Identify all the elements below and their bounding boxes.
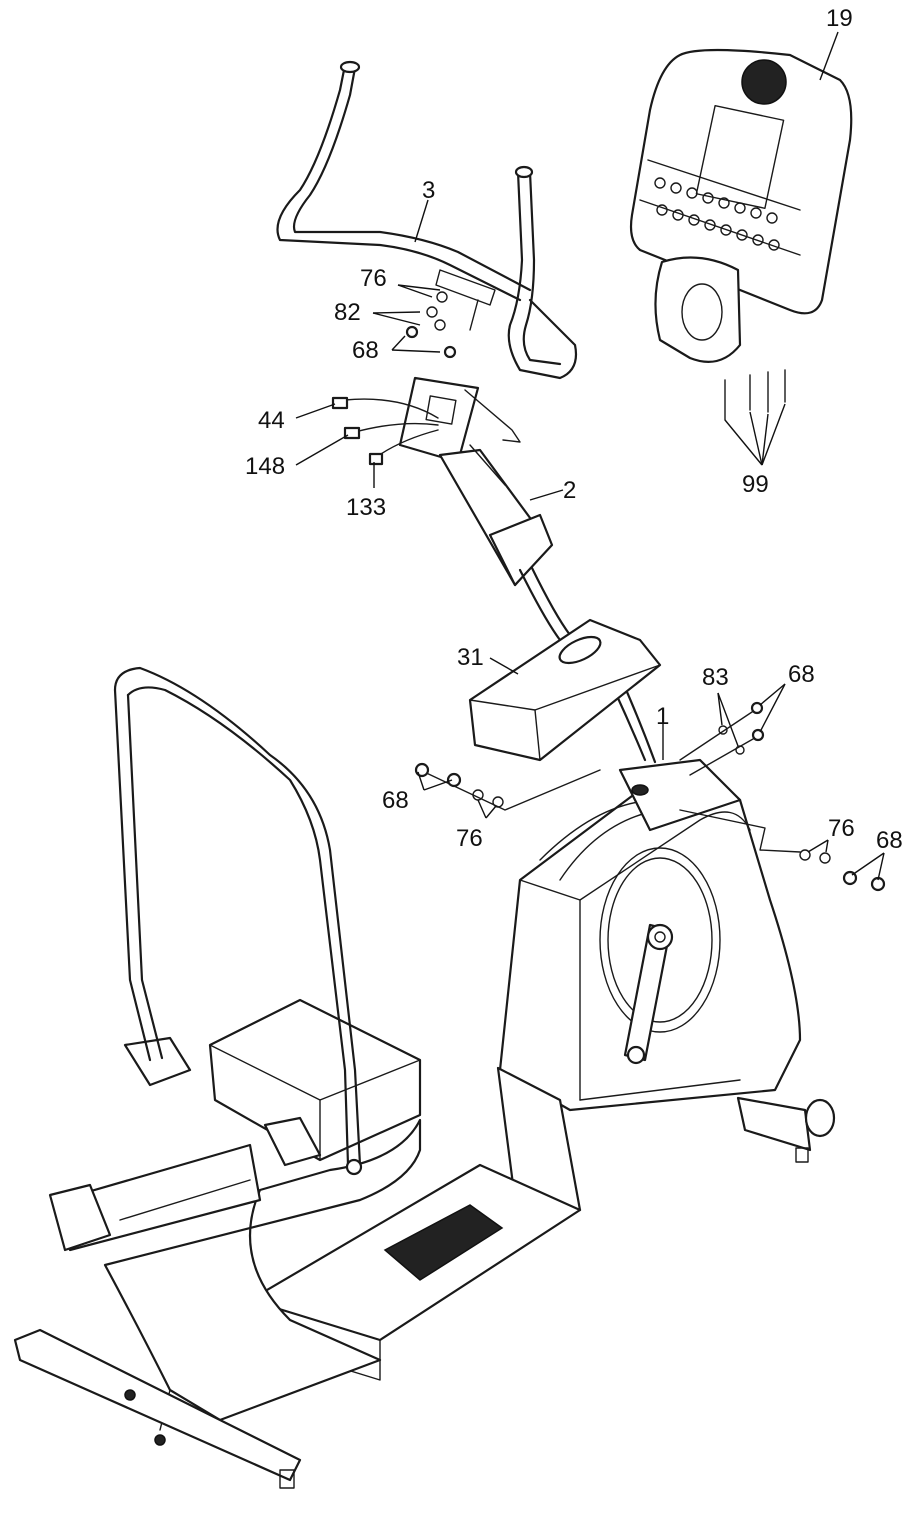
seat-handle-bar <box>113 666 363 1176</box>
hardware-left-side <box>414 762 601 811</box>
console-screws <box>724 369 786 421</box>
console-part-19 <box>629 48 853 421</box>
handlebar-part-3 <box>276 60 578 380</box>
callout-3: 3 <box>422 177 435 204</box>
callout-68-right-top: 68 <box>788 661 815 688</box>
callout-2: 2 <box>563 477 576 504</box>
connector-parts <box>331 396 384 466</box>
callout-19: 19 <box>826 5 853 32</box>
callout-82: 82 <box>334 299 361 326</box>
callout-99: 99 <box>742 471 769 498</box>
main-frame-part-1 <box>496 758 836 1212</box>
upright-mast-part-2 <box>398 376 554 587</box>
seat-base-frame <box>13 998 582 1489</box>
console-buttons <box>654 177 780 251</box>
callout-76-handlebar: 76 <box>360 265 387 292</box>
callout-68-handlebar: 68 <box>352 337 379 364</box>
callout-76-right: 76 <box>828 815 855 842</box>
callout-83: 83 <box>702 664 729 691</box>
callout-148: 148 <box>245 453 285 480</box>
hardware-handlebar <box>405 291 479 359</box>
callout-labels: 19 3 76 82 68 44 148 133 2 99 31 83 68 1… <box>245 5 903 854</box>
callout-44: 44 <box>258 407 285 434</box>
callout-31: 31 <box>457 644 484 671</box>
callout-133: 133 <box>346 494 386 521</box>
callout-76-left: 76 <box>456 825 483 852</box>
vent-grille <box>383 1204 504 1281</box>
leader-lines <box>295 31 885 881</box>
callout-68-left: 68 <box>382 787 409 814</box>
hardware-right-side <box>679 701 886 892</box>
callout-68-right: 68 <box>876 827 903 854</box>
shroud-part-31 <box>468 618 662 762</box>
callout-1: 1 <box>656 703 669 730</box>
